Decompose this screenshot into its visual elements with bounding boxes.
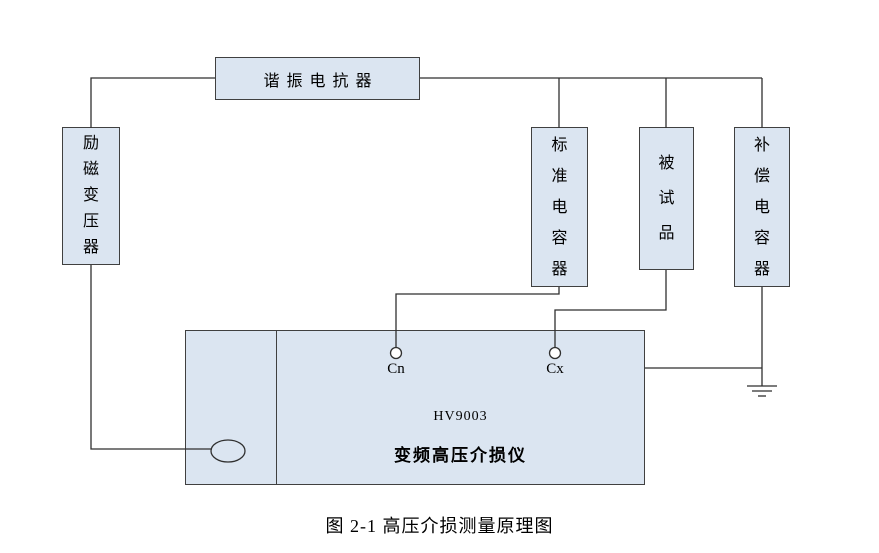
standard-capacitor-label: 标准电容器: [551, 136, 568, 278]
box-excitation-transformer: 励磁变压器: [62, 127, 120, 265]
test-object-label: 被试品: [658, 155, 675, 242]
wire-transformer-to-reactor: [90, 77, 215, 128]
figure-caption: 图 2-1 高压介损测量原理图: [325, 516, 554, 536]
earth-ground-symbol: [747, 385, 777, 397]
main-instrument-name: 变频高压介损仪: [394, 446, 527, 465]
excitation-transformer-label: 励磁变压器: [82, 135, 99, 256]
box-resonant-reactor: 谐振电抗器: [215, 57, 420, 100]
terminal-cn-label: Cn: [387, 361, 405, 377]
main-instrument-divider: [276, 331, 277, 484]
box-test-object: 被试品: [639, 127, 694, 270]
box-standard-capacitor: 标准电容器: [531, 127, 588, 287]
main-instrument-model: HV9003: [433, 409, 488, 424]
resonant-reactor-label: 谐振电抗器: [263, 72, 379, 90]
terminal-cx-label: Cx: [546, 361, 564, 377]
box-main-instrument: HV9003 变频高压介损仪: [185, 330, 645, 485]
compensation-capacitor-label: 补偿电容器: [753, 136, 770, 278]
box-compensation-capacitor: 补偿电容器: [734, 127, 790, 287]
